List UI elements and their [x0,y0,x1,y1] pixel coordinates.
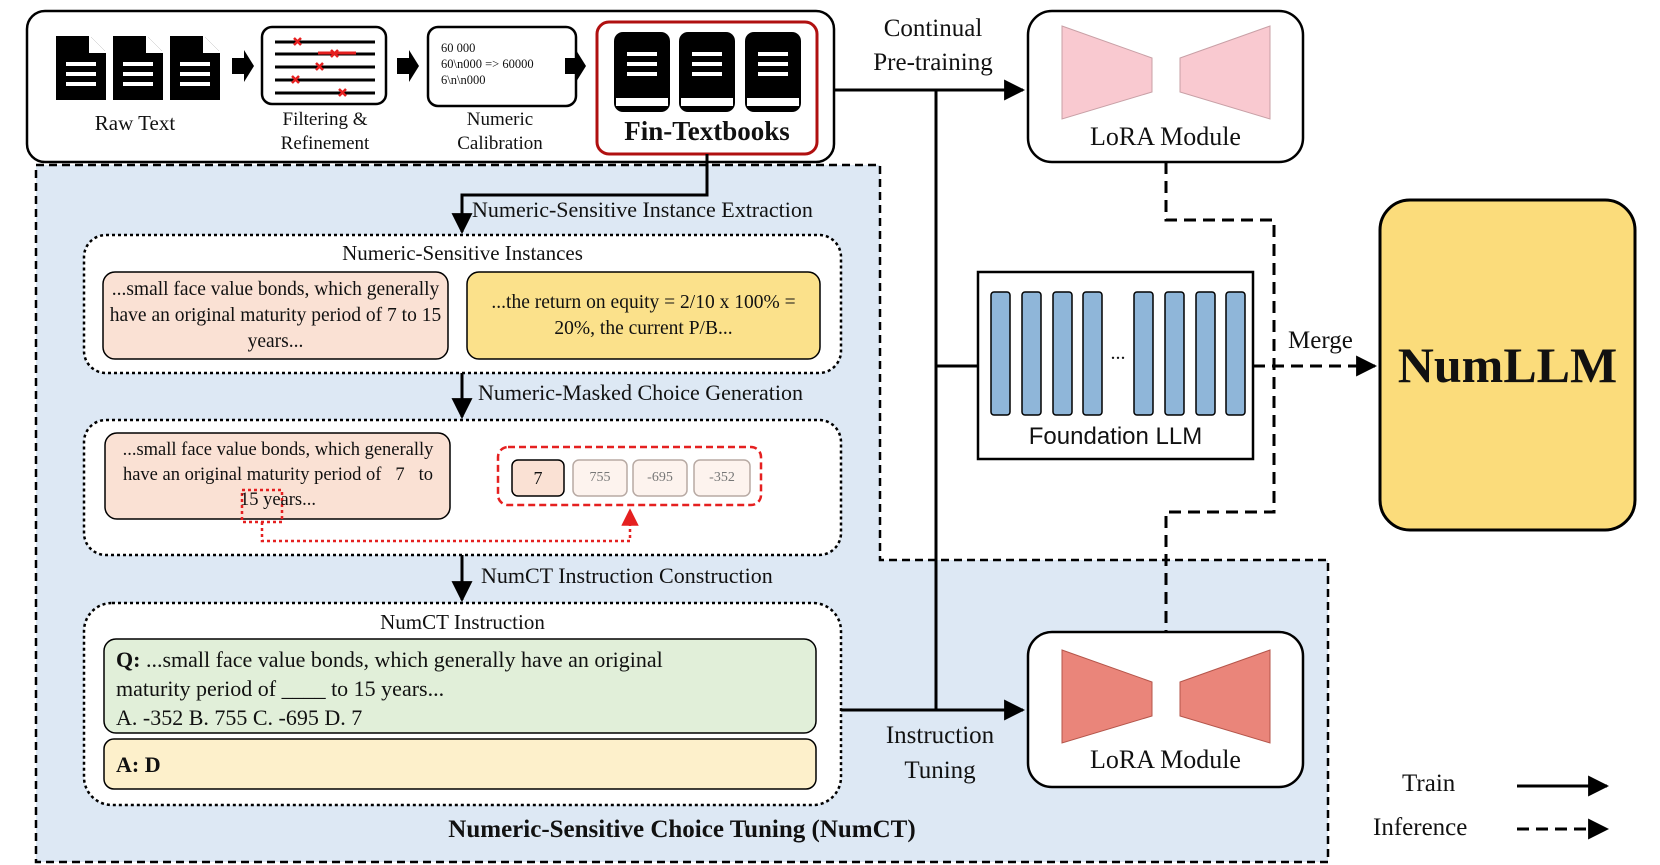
calibration-sample-line-2: 60\n000 => 60000 [441,57,534,71]
lora-bottom-right-trapezoid [1179,649,1271,744]
numct-title: Numeric-Sensitive Choice Tuning (NumCT) [448,816,916,843]
train-connectors [834,79,1026,721]
masked-instance-text: ...small face value bonds, which general… [112,438,444,513]
lora-bottom-left-trapezoid [1061,649,1153,744]
raw-text-doc-icon-2 [112,35,164,101]
question-box [103,638,817,734]
choices-group-border [496,445,763,507]
pipeline-arrow-3 [565,50,586,82]
filtering-icon [260,25,388,106]
instance-1-box [102,271,449,360]
lora-top-left-trapezoid [1061,25,1153,120]
masked-instance-box [104,432,451,520]
foundation-ellipsis: ... [1110,341,1126,364]
fin-textbooks-label: Fin-Textbooks [624,115,790,146]
pipeline-arrow-2 [397,50,419,82]
continual-pretraining-label: Continual Pre-training [848,12,1018,80]
lora-top-right-trapezoid [1179,25,1271,120]
instance-1-text: ...small face value bonds, which general… [109,278,442,352]
book-icon-1 [614,32,670,112]
choice-4: -352 [709,470,735,485]
instances-title: Numeric-Sensitive Instances [342,240,583,265]
masked-number: 7 [395,465,405,485]
instruction-title: NumCT Instruction [380,609,545,634]
continual-pretraining-line-2: Pre-training [873,49,993,76]
choice-box-4 [693,459,751,497]
step-instruction-label: NumCT Instruction Construction [481,563,773,588]
calibration-sample: 60 000 60\n000 => 60000 6\n\n000 [441,40,571,88]
numeric-calibration-label: Numeric Calibration [420,108,580,156]
pipeline-arrow-1 [232,50,254,82]
answer-text: A: D [116,752,161,777]
merge-label: Merge [1288,327,1353,354]
instance-2-box [466,271,821,360]
numeric-calibration-label-line-2: Calibration [457,133,543,154]
instance-2-text: ...the return on equity = 2/10 x 100% = … [491,291,796,339]
calibration-sample-line-3: 6\n\n000 [441,73,486,87]
filtering-label-line-1: Filtering & [282,109,368,130]
numllm-label: NumLLM [1397,337,1618,393]
raw-text-label: Raw Text [94,110,176,135]
lora-bottom-label: LoRA Module [1090,745,1241,774]
book-icon-3 [745,32,801,112]
masked-text-after: to 15 years... [239,465,434,510]
question-options: A. -352 B. 755 C. -695 D. 7 [116,705,363,730]
choice-box-1 [511,459,565,497]
filtering-label: Filtering & Refinement [245,108,405,156]
legend-inference-label: Inference [1373,814,1468,841]
raw-text-doc-icon-3 [169,35,221,101]
instruction-tuning-label: Instruction Tuning [855,718,1025,788]
foundation-llm-layers [990,291,1246,416]
answer-box [103,738,817,790]
masked-text-before: ...small face value bonds, which general… [122,440,434,485]
question-text-block: Q: ...small face value bonds, which gene… [116,645,716,732]
calibration-sample-line-1: 60 000 [441,41,476,55]
instruction-tuning-line-2: Tuning [904,757,976,784]
extraction-arrow [451,154,709,235]
inference-connectors [1164,162,1378,632]
numllm-box [1378,198,1637,532]
choice-box-3 [632,459,688,497]
step-masked-label: Numeric-Masked Choice Generation [478,380,803,405]
lora-top-label: LoRA Module [1090,122,1241,151]
choice-box-2 [572,459,628,497]
instruction-tuning-line-1: Instruction [885,722,995,749]
foundation-llm-label: Foundation LLM [1028,423,1203,450]
mask-to-choices-arrow [260,508,639,543]
question-label: Q: [116,647,141,672]
choice-2: 755 [589,470,611,485]
continual-pretraining-line-1: Continual [883,15,983,42]
book-icon-2 [679,32,735,112]
step-extraction-label: Numeric-Sensitive Instance Extraction [472,197,813,222]
question-text: ...small face value bonds, which general… [116,647,663,701]
filtering-label-line-2: Refinement [280,133,370,154]
raw-text-doc-icon-1 [55,35,107,101]
choice-1: 7 [533,467,543,488]
numeric-calibration-label-line-1: Numeric [466,109,534,130]
legend-train-label: Train [1402,770,1456,797]
choice-3: -695 [647,470,673,485]
